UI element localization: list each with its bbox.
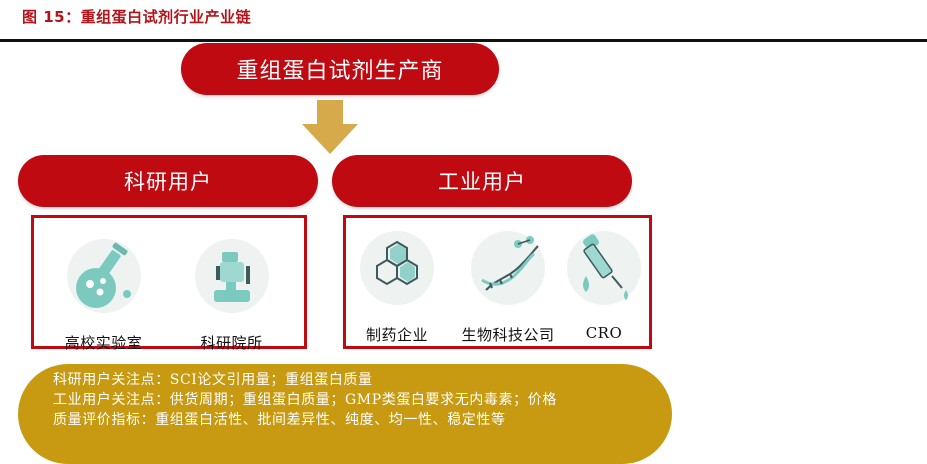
list-item-label: 高校实验室	[64, 334, 143, 352]
microscope-icon	[194, 239, 269, 313]
list-item-label: 科研院所	[200, 334, 263, 352]
list-item-label: 制药企业	[365, 326, 428, 344]
list-item: 生物科技公司	[448, 228, 568, 345]
notes-panel: 科研用户关注点：SCI论文引用量；重组蛋白质量 工业用户关注点：供货周期；重组蛋…	[18, 364, 672, 464]
note-research-focus: 科研用户关注点：SCI论文引用量；重组蛋白质量	[53, 372, 373, 388]
list-item-label: CRO	[585, 324, 623, 342]
note-quality-metrics: 质量评价指标：重组蛋白活性、批间差异性、纯度、均一性、稳定性等	[53, 412, 506, 428]
dna-icon	[471, 231, 545, 305]
list-item-label: 生物科技公司	[461, 326, 555, 344]
molecule-icon	[360, 231, 434, 305]
industrial-users-box: 制药企业 生物科技公司 CRO	[343, 215, 652, 349]
down-arrow-icon	[302, 100, 358, 154]
producer-node: 重组蛋白试剂生产商	[181, 43, 499, 95]
note-industrial-focus: 工业用户关注点：供货周期；重组蛋白质量；GMP类蛋白要求无内毒素；价格	[53, 392, 557, 408]
research-users-box: 高校实验室 科研院所	[31, 215, 307, 352]
flask-icon	[66, 239, 141, 313]
list-item: 制药企业	[352, 228, 442, 345]
list-item: 科研院所	[184, 236, 279, 353]
list-item: CRO	[564, 228, 644, 342]
dropper-icon	[567, 231, 641, 305]
figure-title: 图 15：重组蛋白试剂行业产业链	[22, 8, 252, 26]
list-item: 高校实验室	[56, 236, 151, 353]
title-rule	[0, 39, 927, 42]
industrial-users-node: 工业用户	[332, 155, 632, 207]
research-users-node: 科研用户	[18, 155, 318, 207]
